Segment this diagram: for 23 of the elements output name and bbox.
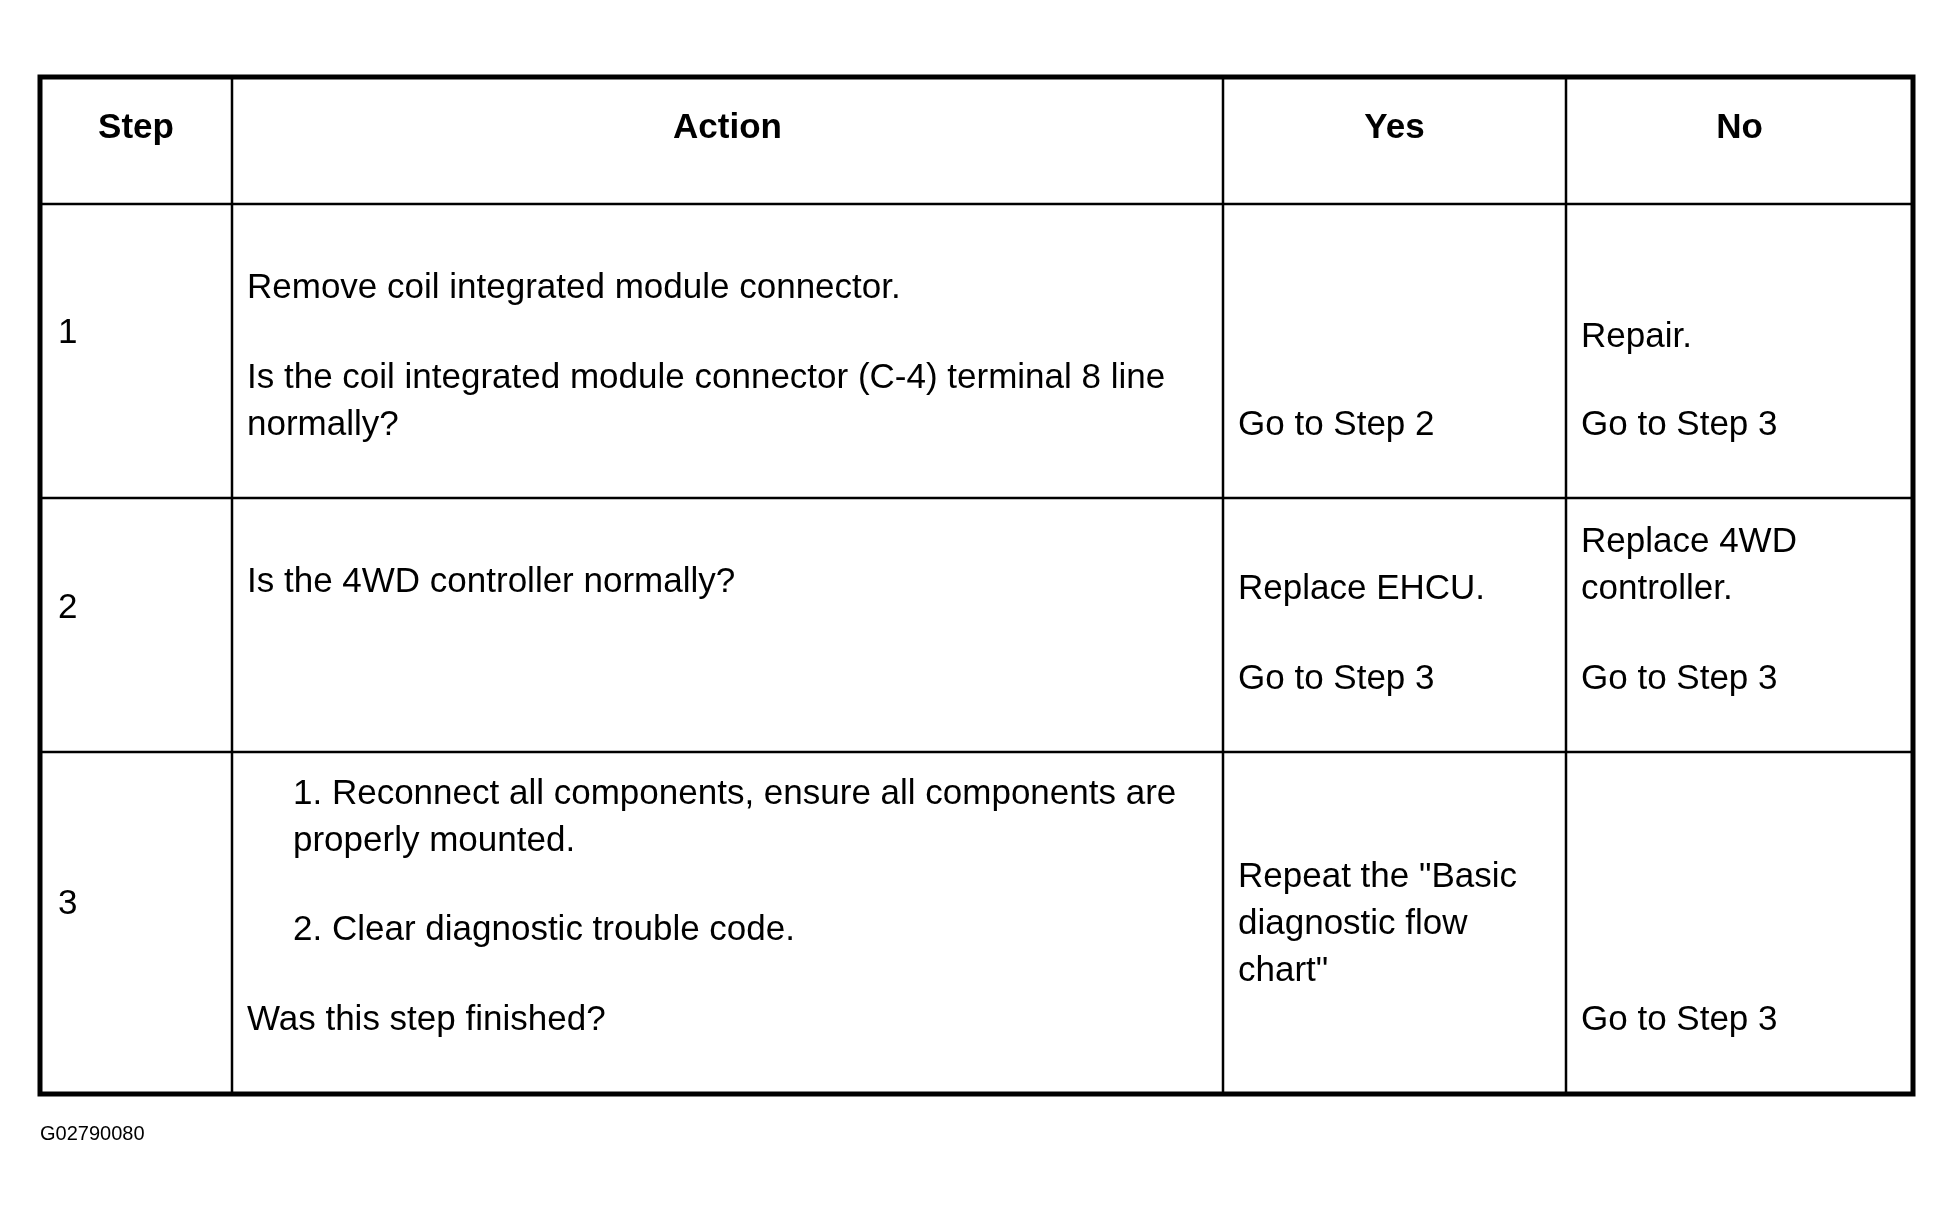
figure-code: G02790080	[40, 1121, 146, 1145]
table-cell-text: Remove coil integrated module connector.	[247, 265, 902, 307]
table-cell-text: Go to Step 2	[1238, 402, 1436, 444]
table-cell-text: Go to Step 3	[1238, 656, 1436, 698]
table-cell-text: Was this step finished?	[247, 997, 607, 1039]
column-header: Step	[97, 105, 175, 147]
table-cell-text: 2. Clear diagnostic trouble code.	[293, 907, 796, 949]
table-cell-text: Repeat the "Basic diagnostic flow chart"	[1238, 854, 1518, 990]
table-cell-text: Go to Step 3	[1581, 656, 1779, 698]
table-cell-text: 3	[58, 881, 79, 923]
table-cell-text: Repair.	[1581, 314, 1693, 356]
table-cell-text: Is the coil integrated module connector (C-4) terminal 8 line normally?	[247, 355, 1167, 444]
column-header: Action	[672, 105, 783, 147]
table-cell-text: 1	[58, 310, 79, 352]
table-cell-text: 1. Reconnect all components, ensure all components are properly mounted.	[293, 771, 1178, 860]
table-cell-text: 2	[58, 585, 79, 627]
column-header: Yes	[1363, 105, 1426, 147]
table-cell-text: Is the 4WD controller normally?	[247, 559, 737, 601]
table-cell-text: Go to Step 3	[1581, 997, 1779, 1039]
table-cell-text: Replace EHCU.	[1238, 566, 1487, 608]
column-header: No	[1715, 105, 1764, 147]
table-cell-text: Go to Step 3	[1581, 402, 1779, 444]
table-cell-text: Replace 4WD controller.	[1581, 519, 1798, 608]
